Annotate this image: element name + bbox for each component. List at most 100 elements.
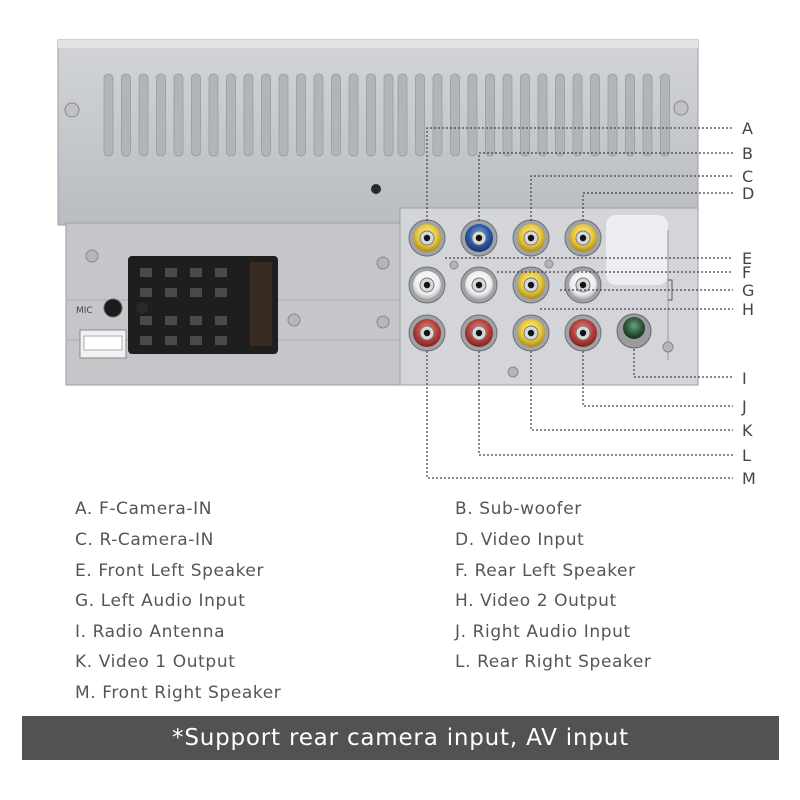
callout-letter: C <box>742 167 753 186</box>
rca-jack-rear-left-speaker <box>460 266 498 304</box>
banner-text: *Support rear camera input, AV input <box>172 725 629 751</box>
vent-slot <box>467 73 478 157</box>
callout-letter: E <box>742 249 752 268</box>
screw-icon <box>507 366 519 378</box>
vent-slot <box>572 73 583 157</box>
screw-icon <box>544 259 554 269</box>
vent-slot <box>103 73 114 157</box>
harness-pin <box>215 316 227 325</box>
harness-pin <box>140 336 152 345</box>
screw-icon <box>85 249 99 263</box>
callout-line <box>582 192 733 221</box>
vent-slot <box>261 73 271 157</box>
vent-slot <box>502 73 513 157</box>
vent-slot <box>642 73 653 157</box>
vent-slot <box>450 73 460 157</box>
rca-jack-video-2-output <box>564 266 602 304</box>
aux-hole <box>136 302 148 314</box>
harness-pin <box>140 288 152 297</box>
vent-slot <box>555 73 565 157</box>
harness-pin <box>215 268 227 277</box>
vent-slot <box>660 73 670 157</box>
rca-jack-f-camera-in <box>408 219 446 257</box>
vent-slot <box>397 73 408 157</box>
callout-letter: H <box>742 300 754 319</box>
rca-jack-front-right-speaker <box>408 314 446 352</box>
legend-item-i: I. Radio Antenna <box>75 622 226 642</box>
vent-slot <box>243 73 254 157</box>
mount-hole <box>371 184 381 194</box>
vent-slot <box>537 73 548 157</box>
legend-item-a: A. F-Camera-IN <box>75 499 213 519</box>
legend-item-c: C. R-Camera-IN <box>75 530 214 550</box>
harness-pin <box>190 288 202 297</box>
vent-slot <box>121 73 131 157</box>
harness-pin <box>165 288 177 297</box>
callout-line <box>478 351 733 456</box>
legend-item-e: E. Front Left Speaker <box>75 561 265 581</box>
vent-slot <box>485 73 495 157</box>
vent-slot <box>348 73 359 157</box>
legend-item-l: L. Rear Right Speaker <box>455 652 652 672</box>
harness-pin <box>165 336 177 345</box>
callout-letter: I <box>742 369 747 388</box>
callout-letter: M <box>742 469 756 488</box>
harness-pin <box>215 336 227 345</box>
rca-jack-front-left-speaker <box>408 266 446 304</box>
vent-slot <box>415 73 425 157</box>
vent-slot <box>191 73 201 157</box>
screw-icon <box>287 313 301 327</box>
callout-letter: K <box>742 421 753 440</box>
harness-pin <box>165 268 177 277</box>
rca-jack-rear-right-speaker <box>460 314 498 352</box>
harness-pin <box>140 316 152 325</box>
vent-slot <box>607 73 618 157</box>
vent-slot <box>366 73 376 157</box>
harness-pin <box>190 336 202 345</box>
legend-item-j: J. Right Audio Input <box>455 622 631 642</box>
rca-jack-video-1-output <box>512 314 550 352</box>
harness-pin <box>215 288 227 297</box>
vent-slot <box>625 73 635 157</box>
screw-icon <box>673 100 689 116</box>
legend-item-h: H. Video 2 Output <box>455 591 617 611</box>
vent-slot <box>156 73 166 157</box>
callout-line <box>530 351 733 431</box>
screw-icon <box>449 260 459 270</box>
screw-icon <box>376 315 390 329</box>
rca-jacks <box>408 219 602 352</box>
callout-letter: G <box>742 281 754 300</box>
vent-slot <box>173 73 184 157</box>
screw-icon <box>64 102 80 118</box>
vent-slot <box>313 73 324 157</box>
legend-item-k: K. Video 1 Output <box>75 652 236 672</box>
callout-letter: A <box>742 119 753 138</box>
vent-slot <box>208 73 219 157</box>
harness-pin <box>190 268 202 277</box>
iso-wiring-harness-connector <box>128 256 278 354</box>
legend-item-b: B. Sub-woofer <box>455 499 582 519</box>
vent-slot <box>432 73 443 157</box>
camera-ribbon-connector <box>79 329 127 359</box>
callout-line <box>426 127 733 221</box>
mic-label: MIC <box>76 306 93 316</box>
vent-slot <box>226 73 236 157</box>
legend-item-g: G. Left Audio Input <box>75 591 246 611</box>
vent-slot <box>278 73 289 157</box>
screw-icon <box>662 341 674 353</box>
callout-letter: F <box>742 263 751 282</box>
vent-slot <box>296 73 306 157</box>
footer-banner: *Support rear camera input, AV input <box>22 716 779 760</box>
ventilation-slots <box>103 73 670 157</box>
callout-letter: B <box>742 144 753 163</box>
rca-jack-r-camera-in <box>512 219 550 257</box>
rca-jack-video-input <box>564 219 602 257</box>
callout-letter: D <box>742 184 754 203</box>
harness-pin <box>140 268 152 277</box>
callout-letter: J <box>741 397 747 416</box>
vent-slot <box>383 73 394 157</box>
harness-pin <box>190 316 202 325</box>
vent-slot <box>138 73 149 157</box>
